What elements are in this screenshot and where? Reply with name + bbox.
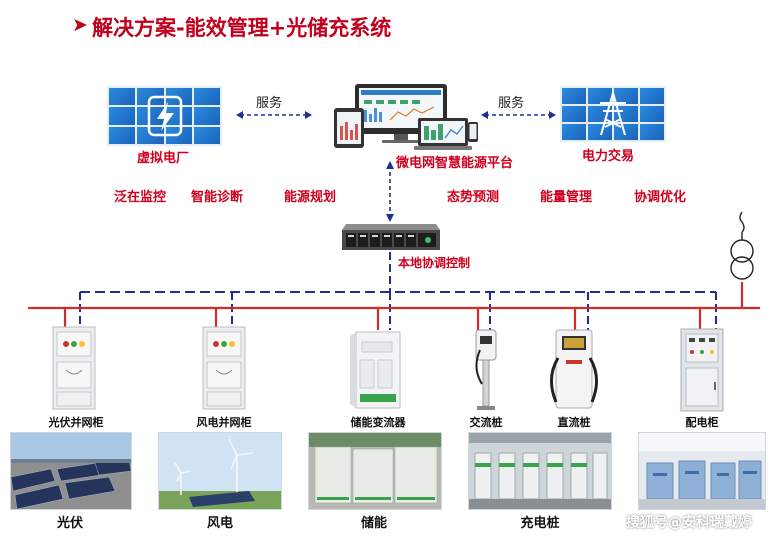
- storage-photo: [308, 432, 442, 510]
- arrowhead-left-2: [305, 111, 312, 119]
- distribution-room-photo: [638, 432, 766, 510]
- power-trading-label: 电力交易: [582, 149, 635, 164]
- local-controller-device: [340, 222, 442, 252]
- category-wind: 风电: [206, 516, 233, 531]
- local-control-label: 本地协调控制: [398, 256, 471, 270]
- feature-ubiquitous-monitoring: 泛在监控: [114, 190, 167, 205]
- distribution-cabinet-label: 配电柜: [685, 416, 719, 429]
- arrowhead-right-1: [481, 111, 488, 119]
- feature-coordinated-optimization: 协调优化: [634, 190, 687, 205]
- pv-grid-cabinet: [52, 326, 96, 410]
- distribution-cabinet: [680, 328, 724, 412]
- watermark: 搜狐号@安科瑞戴婷: [626, 515, 752, 531]
- dc-charging-pile-label: 直流桩: [557, 416, 591, 429]
- ac-charging-pile-label: 交流桩: [469, 416, 503, 429]
- feature-energy-planning: 能源规划: [284, 190, 337, 205]
- wind-grid-cabinet-label: 风电并网柜: [196, 416, 252, 429]
- service-label-left: 服务: [256, 96, 283, 111]
- pv-grid-cabinet-label: 光伏并网柜: [48, 416, 104, 429]
- virtual-power-plant-panel[interactable]: [107, 86, 222, 146]
- virtual-power-plant-label: 虚拟电厂: [137, 151, 190, 166]
- platform-label: 微电网智慧能源平台: [396, 156, 514, 171]
- power-trading-panel[interactable]: [560, 86, 666, 142]
- storage-converter: [348, 330, 402, 410]
- page-title: 解决方案-能效管理+光储充系统: [92, 16, 392, 40]
- arrowhead-right-2: [549, 111, 556, 119]
- lightning-icon: [107, 86, 222, 146]
- category-storage: 储能: [360, 516, 387, 531]
- feature-smart-diagnosis: 智能诊断: [191, 190, 244, 205]
- storage-converter-label: 储能变流器: [350, 416, 406, 429]
- charging-pile-photo: [468, 432, 612, 510]
- title-bullet-icon: ➤: [72, 14, 88, 36]
- transformer-icon: [730, 211, 754, 280]
- wind-grid-cabinet: [202, 326, 246, 410]
- feature-energy-management: 能量管理: [540, 190, 593, 205]
- power-tower-icon: [560, 86, 666, 142]
- wind-photo: [158, 432, 282, 510]
- dc-charging-pile: [546, 328, 602, 410]
- solar-photo: [10, 432, 132, 510]
- feature-situation-prediction: 态势预测: [447, 190, 500, 205]
- category-solar: 光伏: [56, 516, 83, 531]
- service-label-right: 服务: [498, 96, 525, 111]
- ac-charging-pile: [470, 328, 502, 412]
- arrowhead-left-1: [236, 111, 243, 119]
- platform-devices-image: [330, 82, 480, 152]
- category-charging-pile: 充电桩: [520, 516, 560, 531]
